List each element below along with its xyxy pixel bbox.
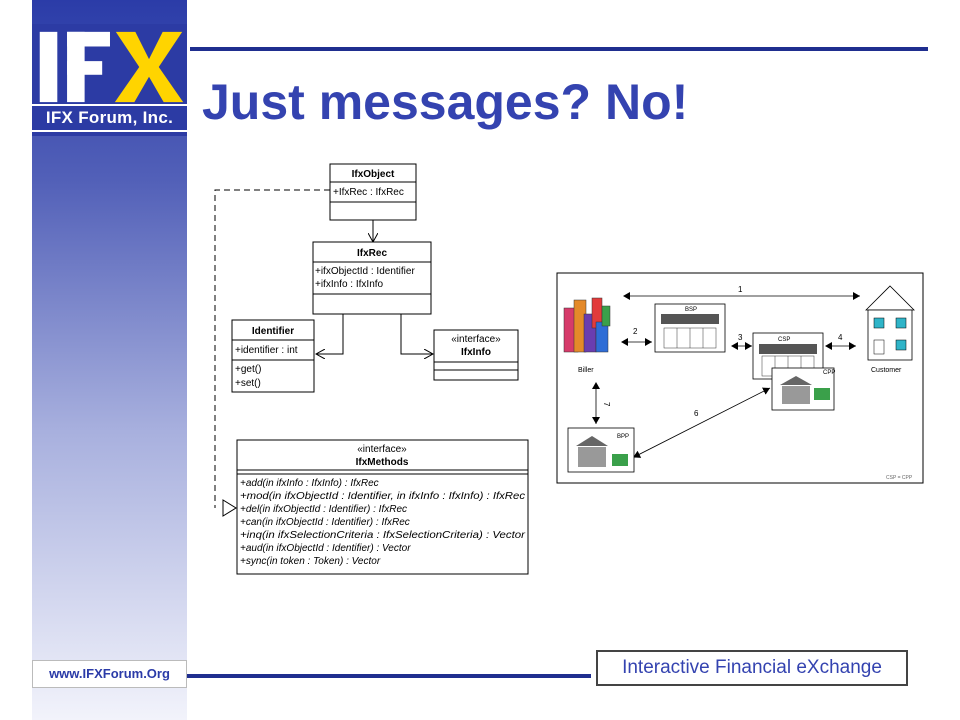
identifier-name: Identifier [252,326,294,337]
customer-house-icon [865,285,915,361]
biller-label: Biller [578,367,594,374]
bsp-box [654,303,726,353]
identifier-op-2: +set() [235,378,261,389]
association-ifxrec-ifxinfo [400,314,433,354]
edge-6 [633,387,771,458]
ifxrec-name: IfxRec [357,248,387,259]
edge-3-label: 3 [738,333,743,342]
edge-2-label: 2 [633,327,638,336]
ifxmethods-op-sync: +sync(in token : Token) : Vector [240,556,381,567]
ifx-logo: IFX Forum, Inc. [32,24,187,136]
footer-tagline: Interactive Financial eXchange [596,650,908,686]
edge-4-label: 4 [838,333,843,342]
network-note: CSP = CPP [886,475,913,481]
cpp-box [771,367,835,411]
ifx-logo-letters [39,31,184,103]
ifxmethods-stereotype: «interface» [357,444,407,455]
identifier-attr: +identifier : int [235,345,298,356]
bpp-box [567,427,635,473]
ifxinfo-stereotype: «interface» [451,334,501,345]
edge-6-label: 6 [694,409,699,418]
ifxrec-attr-2: +ifxInfo : IfxInfo [315,279,384,290]
logo-subtitle: IFX Forum, Inc. [32,104,187,132]
csp-label: CSP [778,337,790,343]
ifxmethods-op-can: +can(in ifxObjectId : Identifier) : IfxR… [240,517,410,528]
interface-ifxinfo: «interface» IfxInfo [433,329,519,381]
bsp-label: BSP [685,307,697,313]
ifxmethods-name: IfxMethods [356,457,409,468]
cpp-label: CPP [823,370,835,376]
class-identifier: Identifier +identifier : int +get() +set… [231,319,315,393]
ifxmethods-op-inq: +inq(in ifxSelectionCriteria : IfxSelect… [240,530,526,541]
association-ifxrec-identifier [316,314,344,354]
bpp-label: BPP [617,434,629,440]
uml-class-diagram: IfxObject +IfxRec : IfxRec IfxRec +ifxOb… [214,163,529,575]
customer-label: Customer [871,367,902,374]
realization-dashed-line [214,189,330,508]
footer-rule [187,674,591,678]
ifxmethods-op-add: +add(in ifxInfo : IfxInfo) : IfxRec [240,478,379,489]
footer-url-link[interactable]: www.IFXForum.Org [32,660,187,688]
network-diagram: 1 2 3 4 6 7 Biller BSP CSP [556,272,924,484]
class-ifxobject: IfxObject +IfxRec : IfxRec [329,163,417,221]
title-rule [190,47,928,51]
page-title: Just messages? No! [202,74,689,130]
edge-7-label: 7 [602,402,611,407]
ifxobject-name: IfxObject [352,169,395,180]
identifier-op-1: +get() [235,364,261,375]
biller-icon [563,297,611,353]
class-ifxrec: IfxRec +ifxObjectId : Identifier +ifxInf… [312,241,432,315]
interface-ifxmethods: «interface» IfxMethods +add(in ifxInfo :… [236,439,529,575]
ifxinfo-name: IfxInfo [461,347,491,358]
ifxmethods-op-mod: +mod(in ifxObjectId : Identifier, in ifx… [240,491,525,502]
ifxobject-attr: +IfxRec : IfxRec [333,187,404,198]
realization-triangle [222,499,237,517]
ifxrec-attr-1: +ifxObjectId : Identifier [315,266,415,277]
edge-1-label: 1 [738,285,743,294]
ifxmethods-op-aud: +aud(in ifxObjectId : Identifier) : Vect… [240,543,411,554]
ifxmethods-op-del: +del(in ifxObjectId : Identifier) : IfxR… [240,504,407,515]
